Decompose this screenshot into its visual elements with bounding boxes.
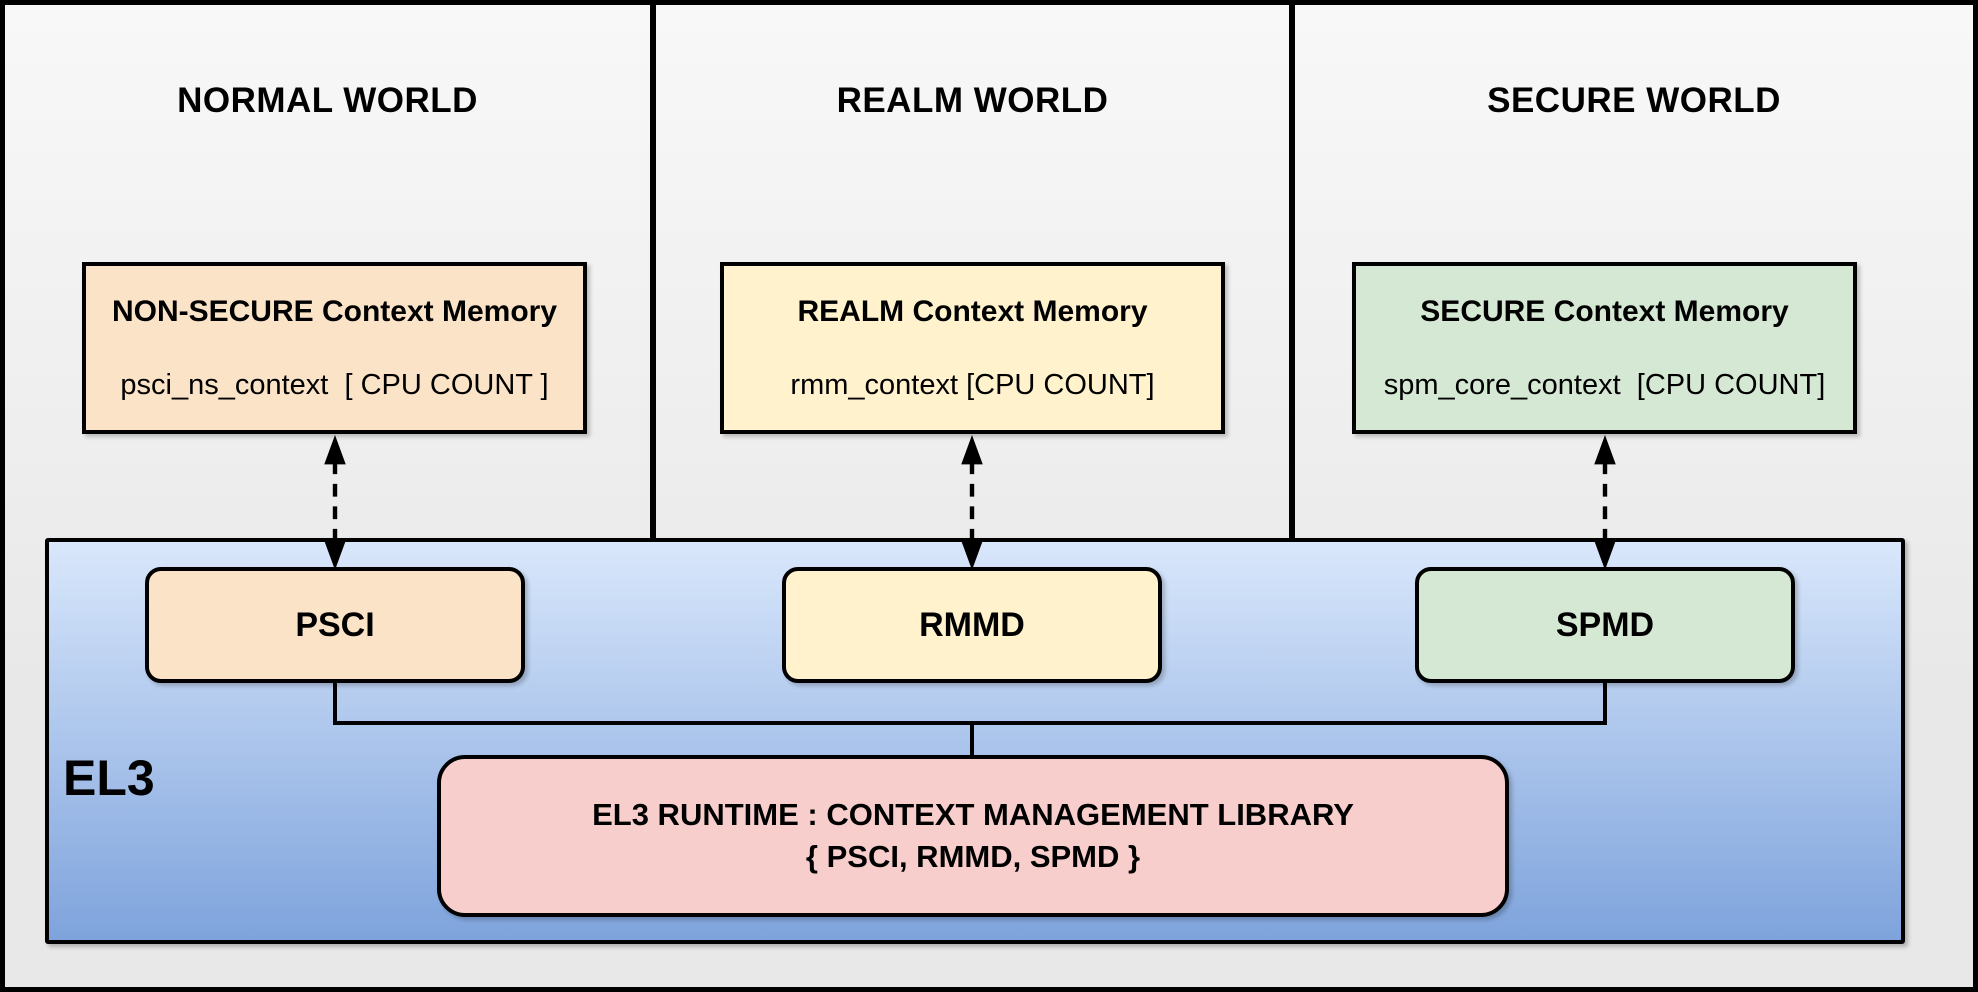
el3-runtime-context-management-library-box: EL3 RUNTIME : CONTEXT MANAGEMENT LIBRARY…	[437, 755, 1509, 917]
connector-spmd-to-bus	[1603, 679, 1607, 725]
spmd-box-label: SPMD	[1555, 605, 1655, 644]
connector-bus-to-runtime	[970, 721, 974, 759]
psci-box: PSCI	[145, 567, 525, 683]
runtime-box-title: EL3 RUNTIME : CONTEXT MANAGEMENT LIBRARY	[592, 797, 1354, 832]
memory-box-value: spm_core_context [CPU COUNT]	[1383, 368, 1826, 401]
secure-world-title: SECURE WORLD	[1487, 81, 1781, 120]
memory-box-value: rmm_context [CPU COUNT]	[790, 368, 1155, 401]
panel-divider-normal-realm	[650, 5, 656, 538]
connector-psci-to-bus	[333, 679, 337, 725]
realm-context-memory-box: REALM Context Memory rmm_context [CPU CO…	[720, 262, 1225, 434]
el3-label: EL3	[63, 750, 155, 806]
bidirectional-dashed-arrow-rmmd	[961, 434, 983, 571]
non-secure-context-memory-box: NON-SECURE Context Memory psci_ns_contex…	[82, 262, 587, 434]
bidirectional-dashed-arrow-spmd	[1594, 434, 1616, 571]
memory-box-title: REALM Context Memory	[797, 294, 1148, 328]
psci-box-label: PSCI	[295, 605, 375, 644]
spmd-box: SPMD	[1415, 567, 1795, 683]
memory-box-title: NON-SECURE Context Memory	[111, 294, 558, 328]
normal-world-title: NORMAL WORLD	[177, 81, 478, 120]
realm-world-title: REALM WORLD	[836, 81, 1109, 120]
memory-box-value: psci_ns_context [ CPU COUNT ]	[120, 368, 549, 401]
rmmd-box-label: RMMD	[919, 605, 1025, 644]
rmmd-box: RMMD	[782, 567, 1162, 683]
panel-divider-realm-secure	[1289, 5, 1295, 538]
bidirectional-dashed-arrow-psci	[324, 434, 346, 571]
secure-context-memory-box: SECURE Context Memory spm_core_context […	[1352, 262, 1857, 434]
memory-box-title: SECURE Context Memory	[1420, 294, 1789, 328]
runtime-box-subtitle: { PSCI, RMMD, SPMD }	[805, 839, 1141, 874]
